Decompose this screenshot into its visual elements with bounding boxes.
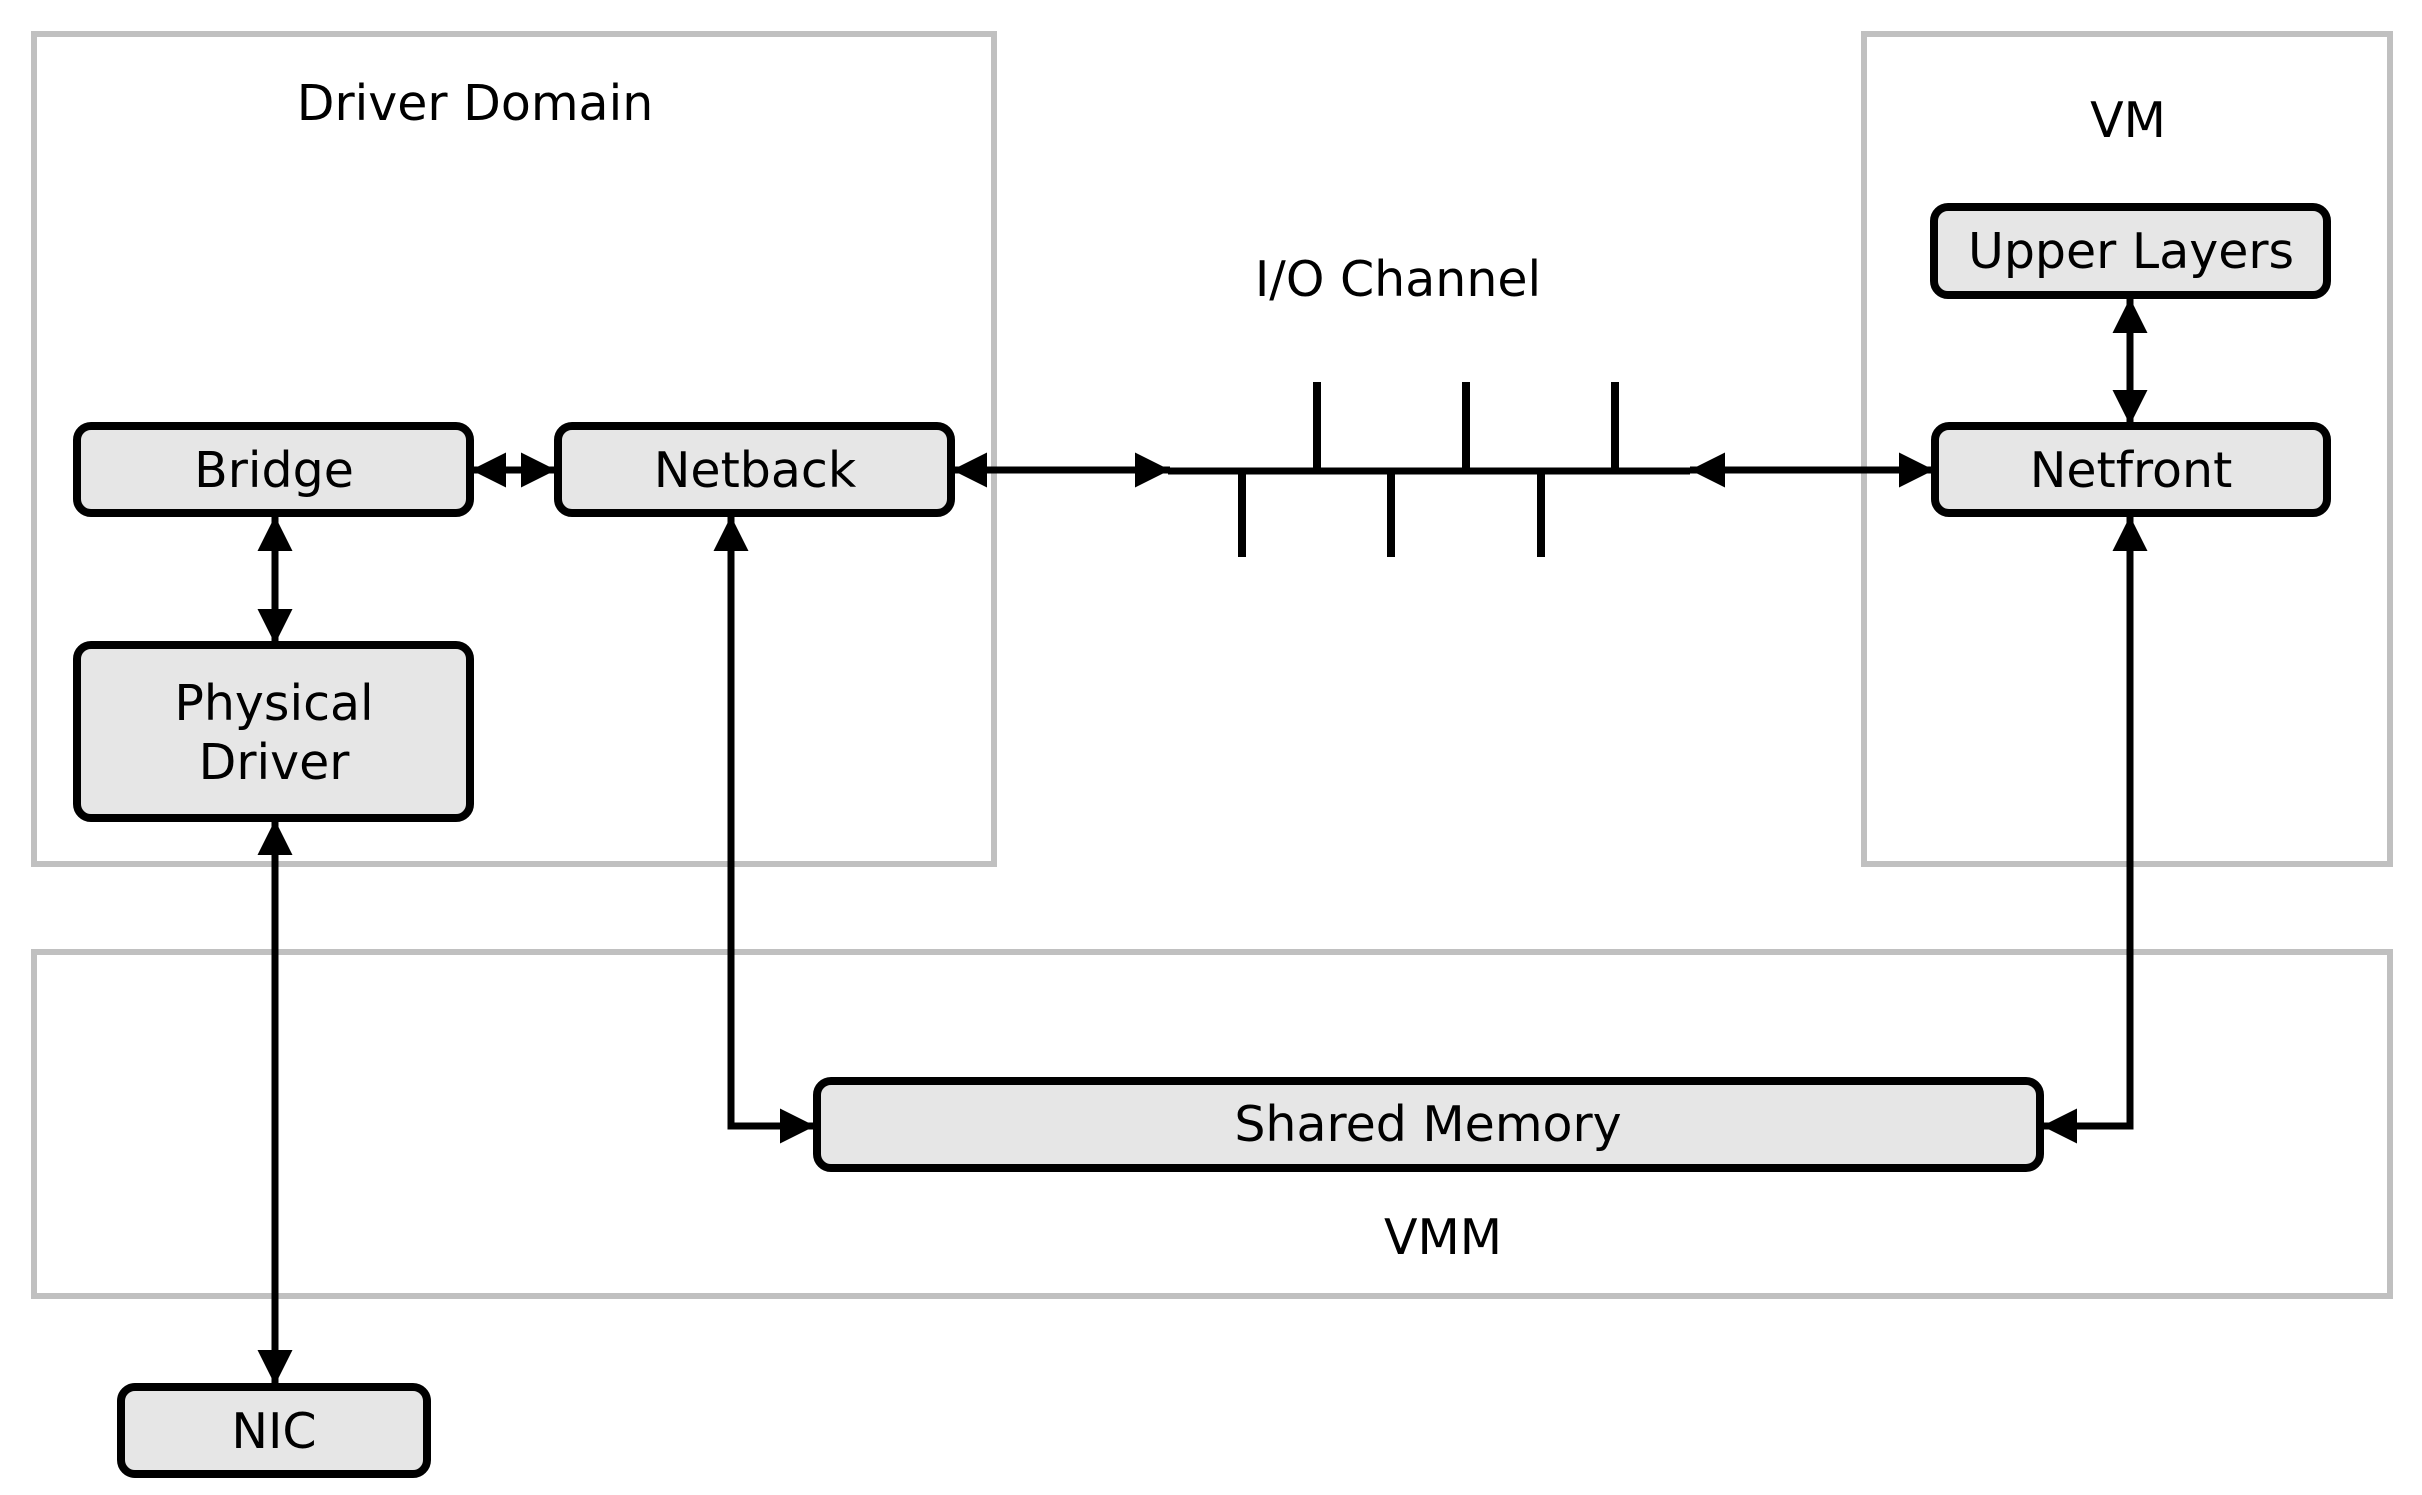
bridge-label: Bridge xyxy=(194,442,354,499)
bridge-box: Bridge xyxy=(73,422,474,517)
physical-driver-label-line2: Driver xyxy=(199,734,351,791)
shared-memory-box: Shared Memory xyxy=(813,1077,2044,1172)
physical-driver-label-line1: Physical xyxy=(174,675,373,732)
shared-memory-label: Shared Memory xyxy=(1234,1096,1621,1153)
connectors xyxy=(257,298,2148,1385)
nic-box: NIC xyxy=(117,1383,431,1478)
netback-label: Netback xyxy=(654,442,857,499)
physical-driver-box: Physical Driver xyxy=(73,641,474,822)
netfront-shared-memory-arrow xyxy=(2042,516,2148,1144)
io-channel-label: I/O Channel xyxy=(1255,251,1541,308)
netfront-box: Netfront xyxy=(1931,422,2331,517)
vmm-label: VMM xyxy=(1384,1209,1502,1266)
netfront-label: Netfront xyxy=(2030,442,2233,499)
io-channel: I/O Channel xyxy=(1168,251,1690,557)
netback-box: Netback xyxy=(554,422,955,517)
upper-layers-label: Upper Layers xyxy=(1968,223,2294,280)
upper-layers-box: Upper Layers xyxy=(1930,203,2331,299)
nic-label: NIC xyxy=(231,1403,316,1460)
vm-label: VM xyxy=(2090,92,2166,149)
driver-domain-label: Driver Domain xyxy=(297,75,654,132)
netback-shared-memory-arrow xyxy=(713,516,815,1144)
